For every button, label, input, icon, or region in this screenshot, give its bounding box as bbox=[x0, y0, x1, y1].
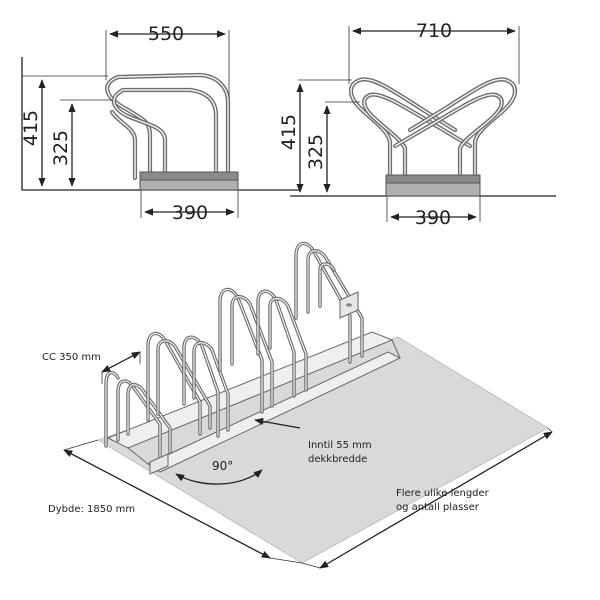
front-rack-frame bbox=[348, 77, 518, 197]
depth-label: Dybde: 1850 mm bbox=[48, 504, 135, 515]
front-view: 710 415 325 390 bbox=[278, 20, 556, 229]
tire-width-leader bbox=[254, 417, 301, 429]
side-view: 550 415 325 390 bbox=[20, 23, 300, 224]
side-base-label: 390 bbox=[172, 202, 208, 224]
spacing-dimension-line bbox=[101, 351, 141, 373]
front-height-label: 415 bbox=[278, 114, 300, 150]
front-inner-height-label: 325 bbox=[305, 134, 327, 170]
length-label-line1: Flere ulike lengder bbox=[396, 488, 490, 499]
isometric-view: CC 350 mm Inntil 55 mm dekkbredde 90° Dy… bbox=[42, 241, 553, 569]
angle-label: 90° bbox=[212, 459, 233, 473]
length-dimension-line bbox=[319, 431, 553, 569]
length-label-line2: og antall plasser bbox=[396, 502, 480, 513]
depth-dimension-line bbox=[63, 449, 271, 559]
tire-width-label-line2: dekkbredde bbox=[308, 454, 367, 465]
front-base-label: 390 bbox=[415, 207, 451, 229]
iso-bike-loops bbox=[104, 241, 364, 460]
front-width-label: 710 bbox=[416, 20, 452, 42]
side-inner-height-label: 325 bbox=[50, 130, 72, 166]
tire-width-label-line1: Inntil 55 mm bbox=[308, 440, 372, 451]
side-rack-frame bbox=[105, 72, 239, 191]
side-height-label: 415 bbox=[20, 110, 42, 146]
spacing-label: CC 350 mm bbox=[42, 352, 101, 363]
side-width-label: 550 bbox=[148, 23, 184, 45]
